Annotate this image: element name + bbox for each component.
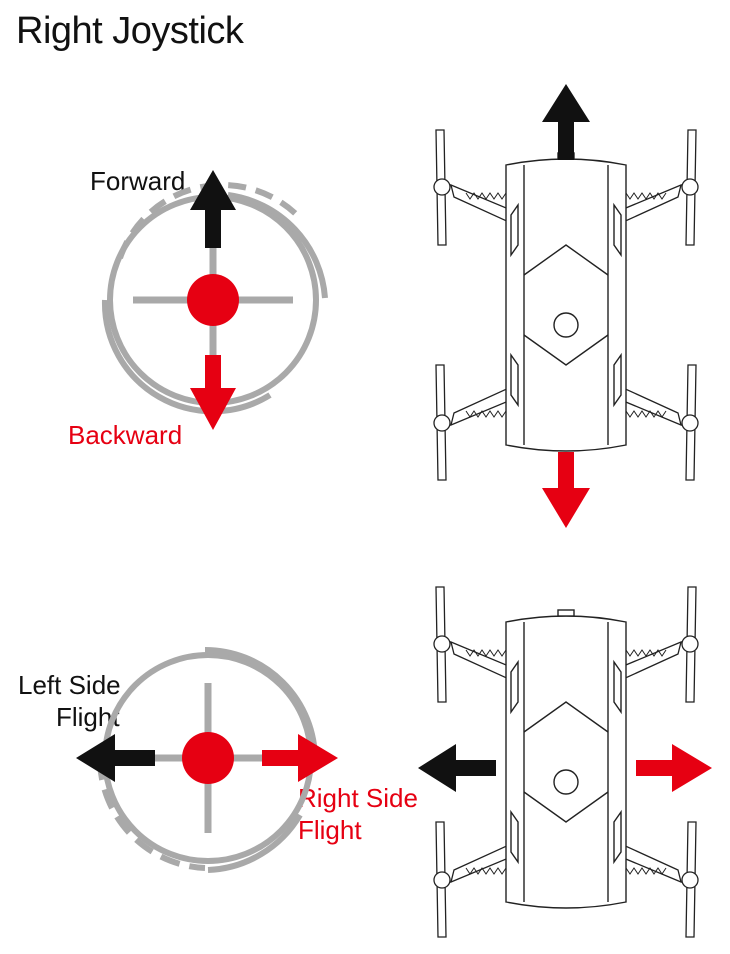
joystick-top [101, 170, 328, 430]
joystick-bottom-outer-arc-left [97, 759, 206, 871]
forward-label: Forward [90, 166, 186, 196]
drone-top-backward-arrow-icon [542, 452, 590, 528]
drone-bottom-right-arrow-icon [636, 744, 712, 792]
joystick-top-outer-arc-right [227, 192, 328, 299]
page-title: Right Joystick [16, 10, 244, 52]
joystick-bottom [76, 647, 338, 873]
joystick-top-outer-ring-dashed [117, 181, 303, 259]
joystick-bottom-outer-arc-bottom [207, 813, 303, 873]
drone-top-forward-arrow-icon [542, 84, 590, 160]
joystick-bottom-outer-arc-top [204, 647, 318, 761]
joystick-bottom-knob [182, 732, 234, 784]
forward-arrow-icon [190, 170, 236, 248]
joystick-top-outer-arc-bottom [101, 299, 272, 415]
left-side-label-line1: Left Side [18, 670, 121, 700]
backward-label: Backward [68, 420, 183, 450]
joystick-top-knob [187, 274, 239, 326]
backward-arrow-icon [190, 355, 236, 430]
drone-top [433, 129, 699, 481]
right-side-arrow-icon [262, 734, 338, 782]
drone-bottom-left-arrow-icon [418, 744, 496, 792]
right-side-label-line2: Flight [298, 815, 362, 845]
right-side-label-line1: Right Side [298, 783, 418, 813]
left-side-arrow-icon [76, 734, 155, 782]
